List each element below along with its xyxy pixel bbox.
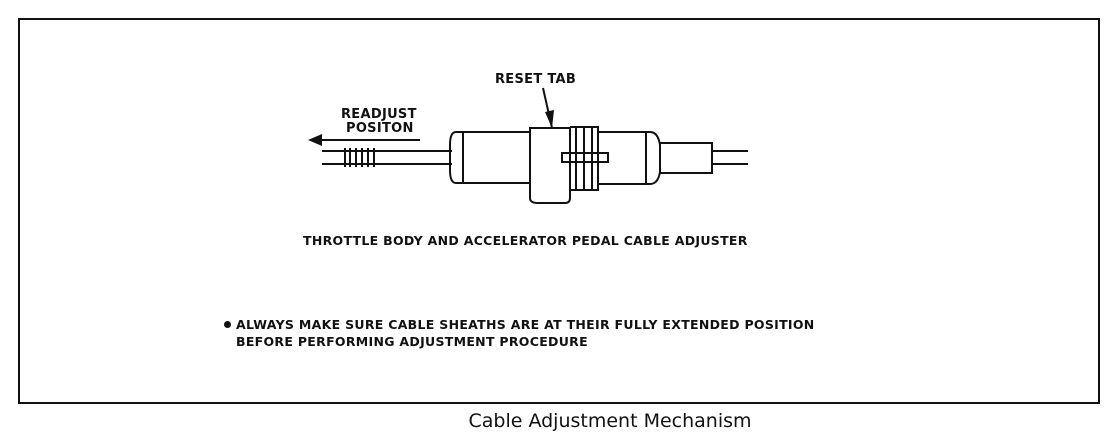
figure-caption: Cable Adjustment Mechanism <box>468 410 752 432</box>
readjust-arrow-head <box>308 134 322 146</box>
note-text: ALWAYS MAKE SURE CABLE SHEATHS ARE AT TH… <box>236 316 815 350</box>
reset-tab-arrow-head <box>545 110 554 128</box>
adjuster-body-left <box>449 131 531 184</box>
cable-ribs <box>344 148 375 167</box>
figure-frame <box>18 18 1100 404</box>
reset-tab-label: RESET TAB <box>495 72 577 87</box>
note-bullet <box>224 321 231 328</box>
note-line-2: BEFORE PERFORMING ADJUSTMENT PROCEDURE <box>236 334 588 349</box>
readjust-label-line1: READJUST <box>341 107 417 122</box>
diagram-title: THROTTLE BODY AND ACCELERATOR PEDAL CABL… <box>303 233 748 248</box>
adjuster-sleeve <box>659 142 713 174</box>
readjust-label-line2: POSITON <box>346 121 414 136</box>
note-line-1: ALWAYS MAKE SURE CABLE SHEATHS ARE AT TH… <box>236 317 815 332</box>
reset-tab-block <box>529 127 571 204</box>
